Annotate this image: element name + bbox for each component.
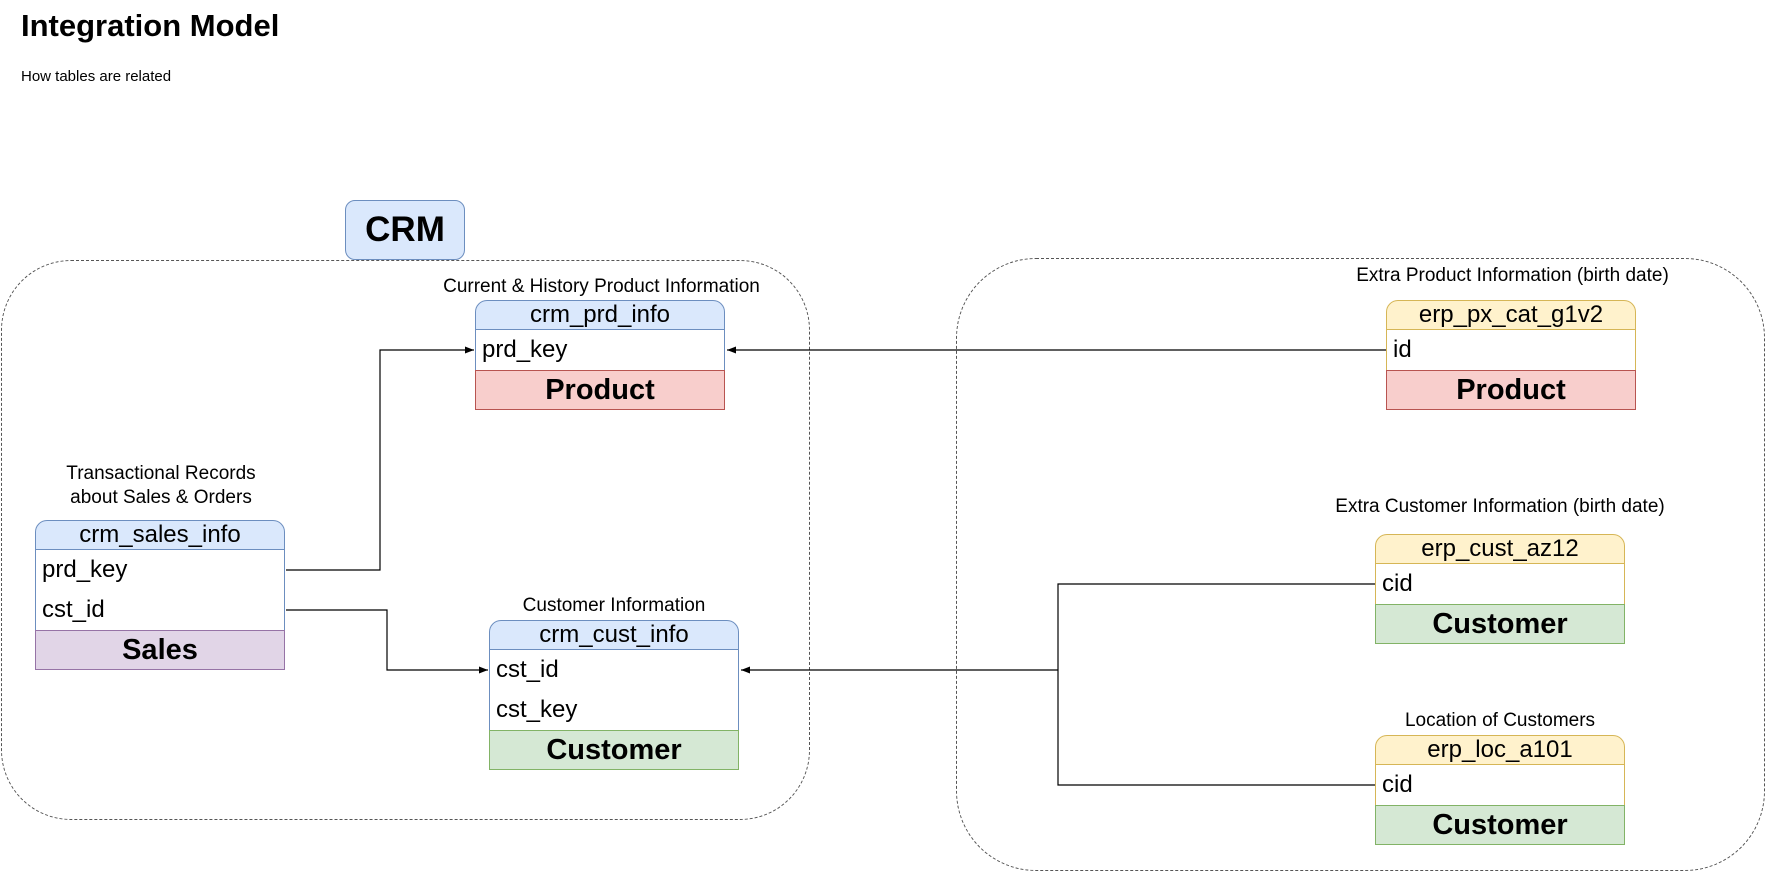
- page-title: Integration Model: [21, 8, 280, 43]
- table-footer-customer: Customer: [489, 730, 739, 770]
- erp-px-cat-caption: Extra Product Information (birth date): [1356, 265, 1669, 286]
- table-header: erp_loc_a101: [1375, 735, 1625, 765]
- connector-sales-cst-id: [286, 609, 488, 674]
- crm-sales-info-table[interactable]: crm_sales_info prd_key cst_id Sales: [35, 520, 285, 670]
- field-cst-id: cst_id: [496, 656, 559, 683]
- field-cid: cid: [1382, 570, 1413, 597]
- table-footer-customer: Customer: [1375, 604, 1625, 644]
- field-prd-key: prd_key: [482, 336, 568, 363]
- table-footer-product: Product: [475, 370, 725, 410]
- table-header: erp_px_cat_g1v2: [1386, 300, 1636, 330]
- table-header: crm_sales_info: [35, 520, 285, 550]
- page-subtitle: How tables are related: [21, 68, 172, 85]
- connector-cust-az12-cid: [1057, 583, 1375, 670]
- crm-group: [1, 260, 810, 820]
- table-footer-product: Product: [1386, 370, 1636, 410]
- erp-px-cat-g1v2-table[interactable]: erp_px_cat_g1v2 id Product: [1386, 300, 1636, 410]
- crm-cust-info-caption: Customer Information: [522, 595, 706, 616]
- erp-loc-a101-table[interactable]: erp_loc_a101 cid Customer: [1375, 735, 1625, 845]
- table-header: crm_prd_info: [475, 300, 725, 330]
- table-footer-customer: Customer: [1375, 805, 1625, 845]
- crm-cust-info-table[interactable]: crm_cust_info cst_id cst_key Customer: [489, 620, 739, 770]
- erp-cust-az12-table[interactable]: erp_cust_az12 cid Customer: [1375, 534, 1625, 644]
- field-id: id: [1393, 336, 1412, 363]
- table-header: crm_cust_info: [489, 620, 739, 650]
- connector-loc-a101-cid: [1057, 670, 1375, 786]
- field-cst-id: cst_id: [42, 596, 105, 623]
- crm-sales-info-caption-line2: about Sales & Orders: [70, 487, 252, 508]
- crm-prd-info-caption: Current & History Product Information: [443, 276, 760, 297]
- field-cst-key: cst_key: [496, 696, 578, 723]
- crm-group-label: CRM: [345, 200, 465, 260]
- field-cid: cid: [1382, 771, 1413, 798]
- connector-sales-prd-key: [286, 346, 474, 571]
- crm-prd-info-table[interactable]: crm_prd_info prd_key Product: [475, 300, 725, 410]
- erp-cust-az12-caption: Extra Customer Information (birth date): [1335, 496, 1665, 517]
- field-prd-key: prd_key: [42, 556, 128, 583]
- table-header: erp_cust_az12: [1375, 534, 1625, 564]
- erp-loc-a101-caption: Location of Customers: [1404, 710, 1596, 731]
- table-footer-sales: Sales: [35, 630, 285, 670]
- crm-sales-info-caption-line1: Transactional Records: [66, 463, 256, 484]
